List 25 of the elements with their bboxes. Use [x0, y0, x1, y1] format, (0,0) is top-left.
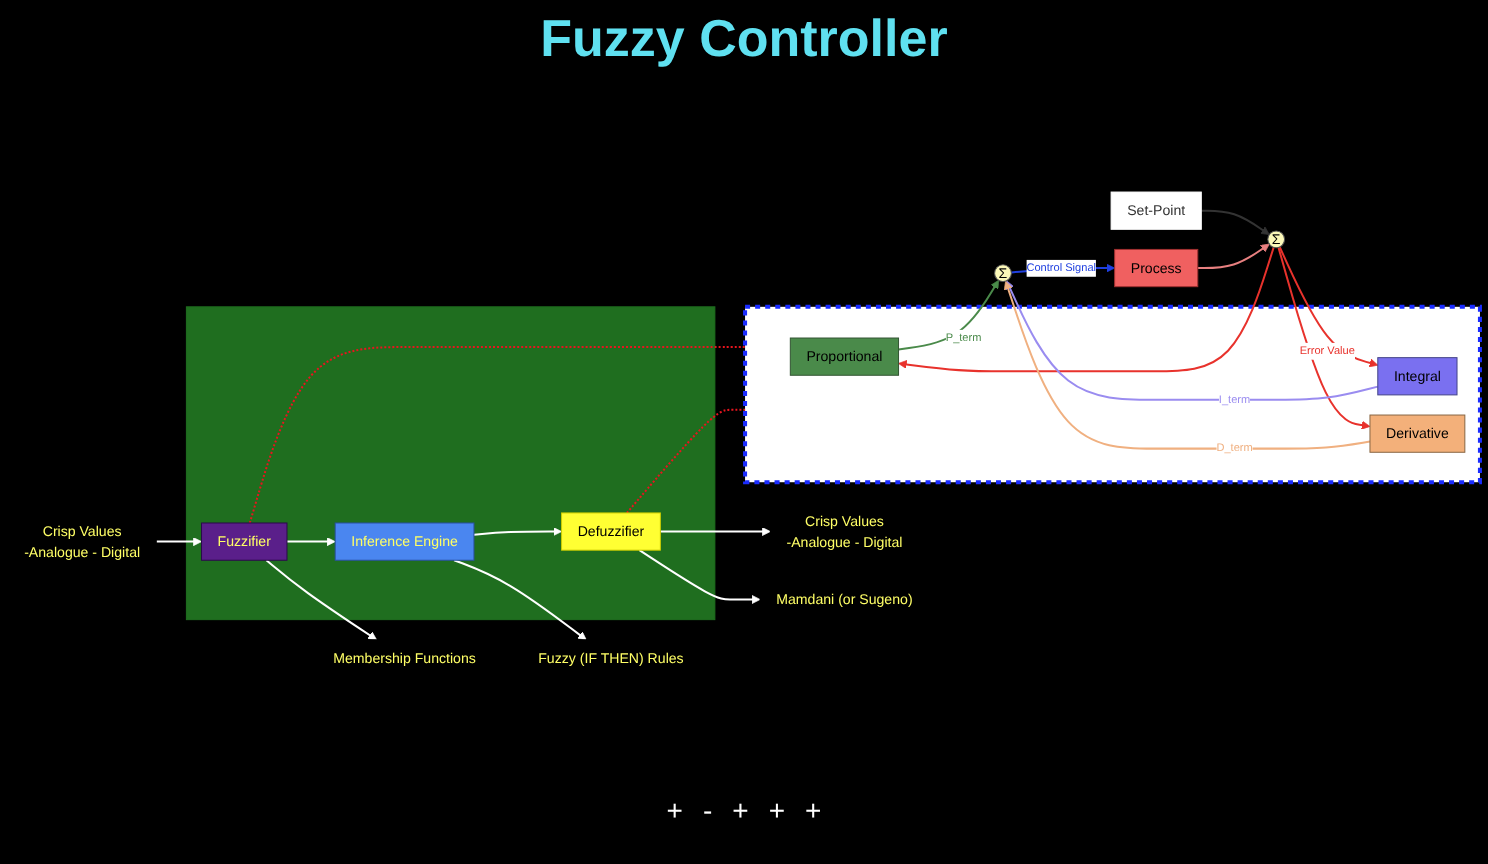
- arrow: [473, 526, 562, 536]
- arrow: [156, 536, 202, 546]
- arrow: [898, 246, 1275, 372]
- sign-label: -: [702, 794, 713, 826]
- arrow: [287, 536, 336, 546]
- arrow: [1197, 243, 1270, 269]
- sign-label: +: [768, 794, 786, 826]
- arrow: [1003, 280, 1371, 450]
- arrow: [453, 558, 587, 640]
- sign-label: +: [666, 794, 683, 826]
- arrow: [265, 558, 377, 640]
- arrow: [1278, 246, 1379, 367]
- arrow: [660, 526, 771, 536]
- sign-label: +: [732, 794, 749, 826]
- connector: [626, 408, 746, 514]
- connector: [248, 345, 746, 523]
- arrow: [1005, 279, 1379, 401]
- cluster: [185, 305, 716, 620]
- arrow: [1201, 209, 1270, 235]
- cluster: [743, 304, 1482, 484]
- arrow: [898, 279, 999, 350]
- arrow: [638, 548, 761, 604]
- arrow: [1277, 246, 1371, 430]
- title: Fuzzy Controller: [538, 8, 950, 70]
- sign-label: +: [805, 794, 822, 826]
